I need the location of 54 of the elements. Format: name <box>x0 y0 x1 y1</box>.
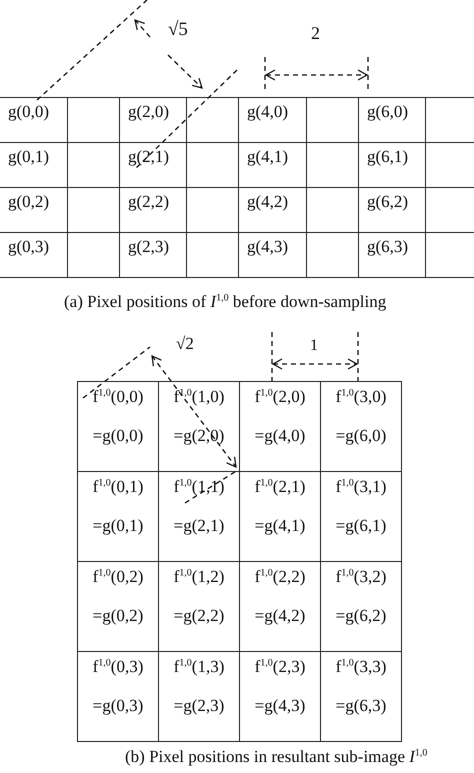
table-cell: g(0,1) <box>0 142 68 188</box>
cell-text: f$^{1,0}$(3,3) <box>334 658 388 675</box>
table-cell: g(0,0) <box>0 98 68 142</box>
cell-text: f$^{1,0}$(1,2) <box>172 568 226 585</box>
table-cell: g(2,0) <box>120 98 186 142</box>
dimension-label: 1 <box>310 338 318 354</box>
cell-text: f$^{1,0}$(1,3) <box>172 658 226 675</box>
dimension-label: 2 <box>311 24 320 42</box>
table-cell: g(6,3) <box>358 232 426 278</box>
cell-text: f$^{1,0}$(0,1) <box>92 478 144 495</box>
cell-text: =g(2,3) <box>172 697 226 714</box>
cell-text: =g(0,1) <box>92 517 144 534</box>
cell-text: =g(4,0) <box>254 427 306 444</box>
cell-text: f$^{1,0}$(3,1) <box>334 478 388 495</box>
cell-text: =g(6,2) <box>334 607 388 624</box>
cell-text: =g(4,2) <box>254 607 306 624</box>
dimension-label: √2 <box>176 335 194 352</box>
cell-text: f$^{1,0}$(3,0) <box>334 388 388 405</box>
table-cell: g(4,0) <box>238 98 306 142</box>
cell-text: f$^{1,0}$(2,0) <box>254 388 306 405</box>
cell-text: =g(2,1) <box>172 517 226 534</box>
table-cell: g(2,2) <box>120 188 186 232</box>
table-cell: g(2,3) <box>120 232 186 278</box>
cell-text: =g(6,0) <box>334 427 388 444</box>
table-cell: g(6,1) <box>358 142 426 188</box>
cell-text: =g(0,2) <box>92 607 144 624</box>
cell-text: =g(6,3) <box>334 697 388 714</box>
table-cell: g(6,2) <box>358 188 426 232</box>
cell-text: =g(6,1) <box>334 517 388 534</box>
caption: (a) Pixel positions of I$^{1,0}$ before down-sampling <box>64 293 386 310</box>
cell-text: =g(2,2) <box>172 607 226 624</box>
cell-text: =g(2,0) <box>172 427 226 444</box>
table-cell: g(0,3) <box>0 232 68 278</box>
cell-text: f$^{1,0}$(2,2) <box>254 568 306 585</box>
cell-text: =g(4,3) <box>254 697 306 714</box>
cell-text: f$^{1,0}$(0,2) <box>92 568 144 585</box>
table-cell: g(4,3) <box>238 232 306 278</box>
cell-text: f$^{1,0}$(2,3) <box>254 658 306 675</box>
table-cell: g(4,1) <box>238 142 306 188</box>
cell-text: f$^{1,0}$(2,1) <box>254 478 306 495</box>
cell-text: f$^{1,0}$(0,0) <box>92 388 144 405</box>
cell-text: f$^{1,0}$(1,0) <box>172 388 226 405</box>
cell-text: f$^{1,0}$(1,1) <box>172 478 226 495</box>
cell-text: =g(0,0) <box>92 427 144 444</box>
cell-text: =g(4,1) <box>254 517 306 534</box>
caption: (b) Pixel positions in resultant sub-image I$^{1,0}$ <box>125 748 428 765</box>
table-cell: g(6,0) <box>358 98 426 142</box>
table-cell: g(4,2) <box>238 188 306 232</box>
table-cell: g(2,1) <box>120 142 186 188</box>
cell-text: =g(0,3) <box>92 697 144 714</box>
cell-text: f$^{1,0}$(3,2) <box>334 568 388 585</box>
dimension-label: √5 <box>168 20 188 39</box>
table-cell: g(0,2) <box>0 188 68 232</box>
cell-text: f$^{1,0}$(0,3) <box>92 658 144 675</box>
